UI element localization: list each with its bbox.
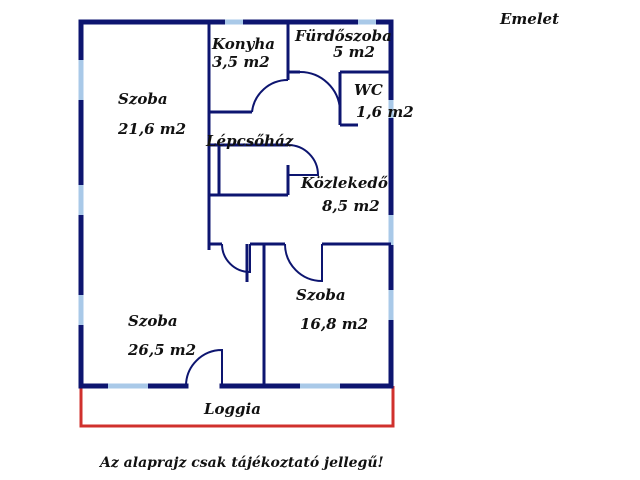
room-name-szoba-3: Szoba	[128, 312, 178, 330]
room-name-szoba-2: Szoba	[296, 286, 346, 304]
room-name-furdoszoba: Fürdőszoba	[294, 27, 392, 45]
room-area-szoba-1: 21,6 m2	[117, 120, 186, 138]
room-name-wc: WC	[354, 81, 383, 99]
room-name-lepcsohaz: Lépcsőház	[205, 132, 294, 150]
room-area-furdoszoba: 5 m2	[333, 43, 375, 61]
room-area-szoba-2: 16,8 m2	[300, 315, 368, 333]
interior-walls	[207, 22, 391, 386]
room-name-szoba-1: Szoba	[118, 90, 168, 108]
room-name-loggia: Loggia	[203, 400, 261, 418]
floor-label: Emelet	[499, 10, 559, 28]
room-name-kozlekedo: Közlekedő	[300, 174, 388, 192]
disclaimer: Az alaprajz csak tájékoztató jellegű!	[98, 455, 384, 471]
room-area-wc: 1,6 m2	[356, 103, 414, 121]
loggia-outline	[79, 386, 395, 428]
room-area-konyha: 3,5 m2	[212, 53, 270, 71]
door-swings	[185, 70, 341, 387]
room-area-kozlekedo: 8,5 m2	[322, 197, 380, 215]
room-name-konyha: Konyha	[211, 35, 275, 53]
room-area-szoba-3: 26,5 m2	[127, 341, 196, 359]
windows	[78, 19, 394, 389]
